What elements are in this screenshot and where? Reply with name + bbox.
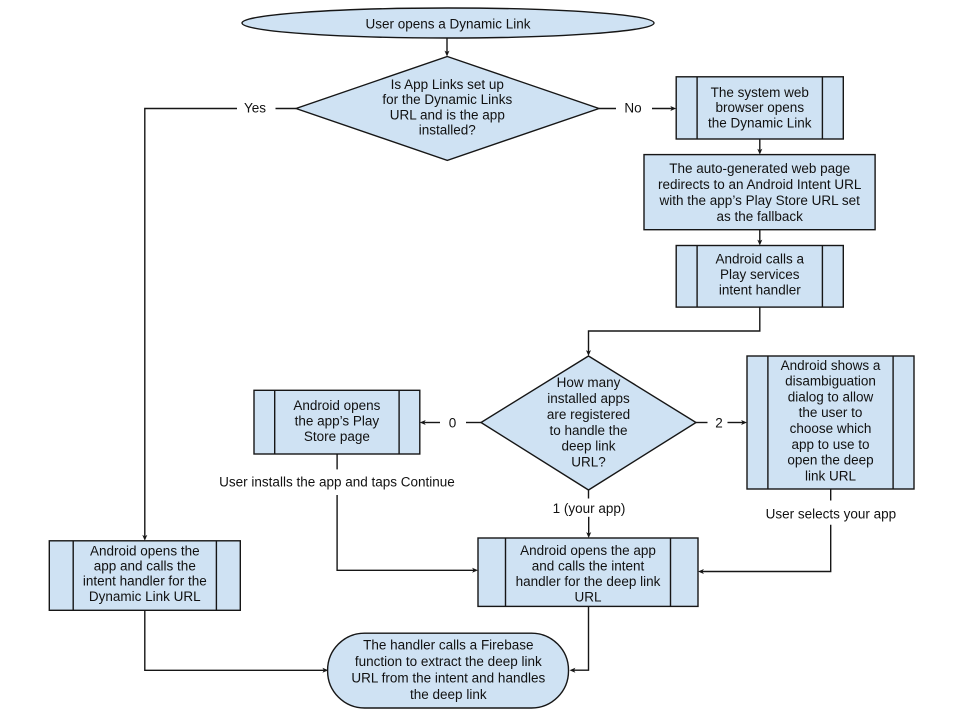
svg-text:disambiguation: disambiguation [785,374,876,389]
svg-text:Yes: Yes [244,100,266,115]
svg-text:Is App Links set up: Is App Links set up [391,77,504,92]
svg-text:the Dynamic Link: the Dynamic Link [708,116,812,131]
svg-text:Android opens the app: Android opens the app [520,543,656,558]
svg-text:choose which: choose which [790,421,872,436]
svg-text:open the deep: open the deep [787,453,873,468]
svg-text:to handle the: to handle the [549,423,627,438]
svg-text:URL and is the app: URL and is the app [390,107,505,122]
svg-text:intent handler for the: intent handler for the [83,574,207,589]
svg-text:handler for the deep link: handler for the deep link [516,574,661,589]
svg-text:0: 0 [449,415,457,430]
svg-text:The auto-generated web page: The auto-generated web page [669,161,850,176]
svg-text:link URL: link URL [805,468,857,483]
svg-text:as the fallback: as the fallback [717,209,804,224]
svg-text:Store page: Store page [304,429,370,444]
svg-text:the app’s Play: the app’s Play [295,414,380,429]
svg-text:URL?: URL? [571,455,606,470]
svg-text:User installs the app and taps: User installs the app and taps Continue [219,475,455,490]
svg-text:1 (your app): 1 (your app) [553,501,626,516]
svg-text:2: 2 [715,415,723,430]
svg-text:and calls the intent: and calls the intent [532,558,645,573]
svg-text:app and calls the: app and calls the [94,559,196,574]
svg-text:Play services: Play services [720,267,800,282]
svg-text:User opens a Dynamic Link: User opens a Dynamic Link [365,17,530,32]
svg-text:function to extract the deep l: function to extract the deep link [355,654,542,669]
svg-text:redirects to an Android Intent: redirects to an Android Intent URL [658,177,862,192]
svg-text:Dynamic Link URL: Dynamic Link URL [89,589,201,604]
svg-text:the deep link: the deep link [410,687,487,702]
svg-text:dialog to allow: dialog to allow [788,389,874,404]
svg-text:The handler calls a Firebase: The handler calls a Firebase [363,638,533,653]
svg-text:Android opens: Android opens [293,398,380,413]
svg-text:the user to: the user to [799,405,863,420]
svg-text:URL: URL [574,589,601,604]
svg-text:installed apps: installed apps [547,391,630,406]
svg-text:browser opens: browser opens [716,100,805,115]
svg-text:with the app’s Play Store URL: with the app’s Play Store URL set [659,193,861,208]
svg-text:URL from the intent and handle: URL from the intent and handles [351,671,545,686]
svg-text:No: No [624,100,641,115]
svg-text:deep link: deep link [561,439,615,454]
svg-text:The system web: The system web [711,85,809,100]
svg-text:Android shows a: Android shows a [781,358,881,373]
svg-text:User selects your app: User selects your app [766,507,897,522]
svg-text:intent handler: intent handler [719,283,801,298]
svg-text:are registered: are registered [547,407,630,422]
svg-text:Android opens the: Android opens the [90,543,200,558]
svg-text:app to use to: app to use to [791,437,869,452]
svg-text:How many: How many [557,375,621,390]
svg-text:installed?: installed? [419,123,476,138]
svg-text:Android calls a: Android calls a [716,252,805,267]
svg-text:for the Dynamic Links: for the Dynamic Links [382,92,512,107]
